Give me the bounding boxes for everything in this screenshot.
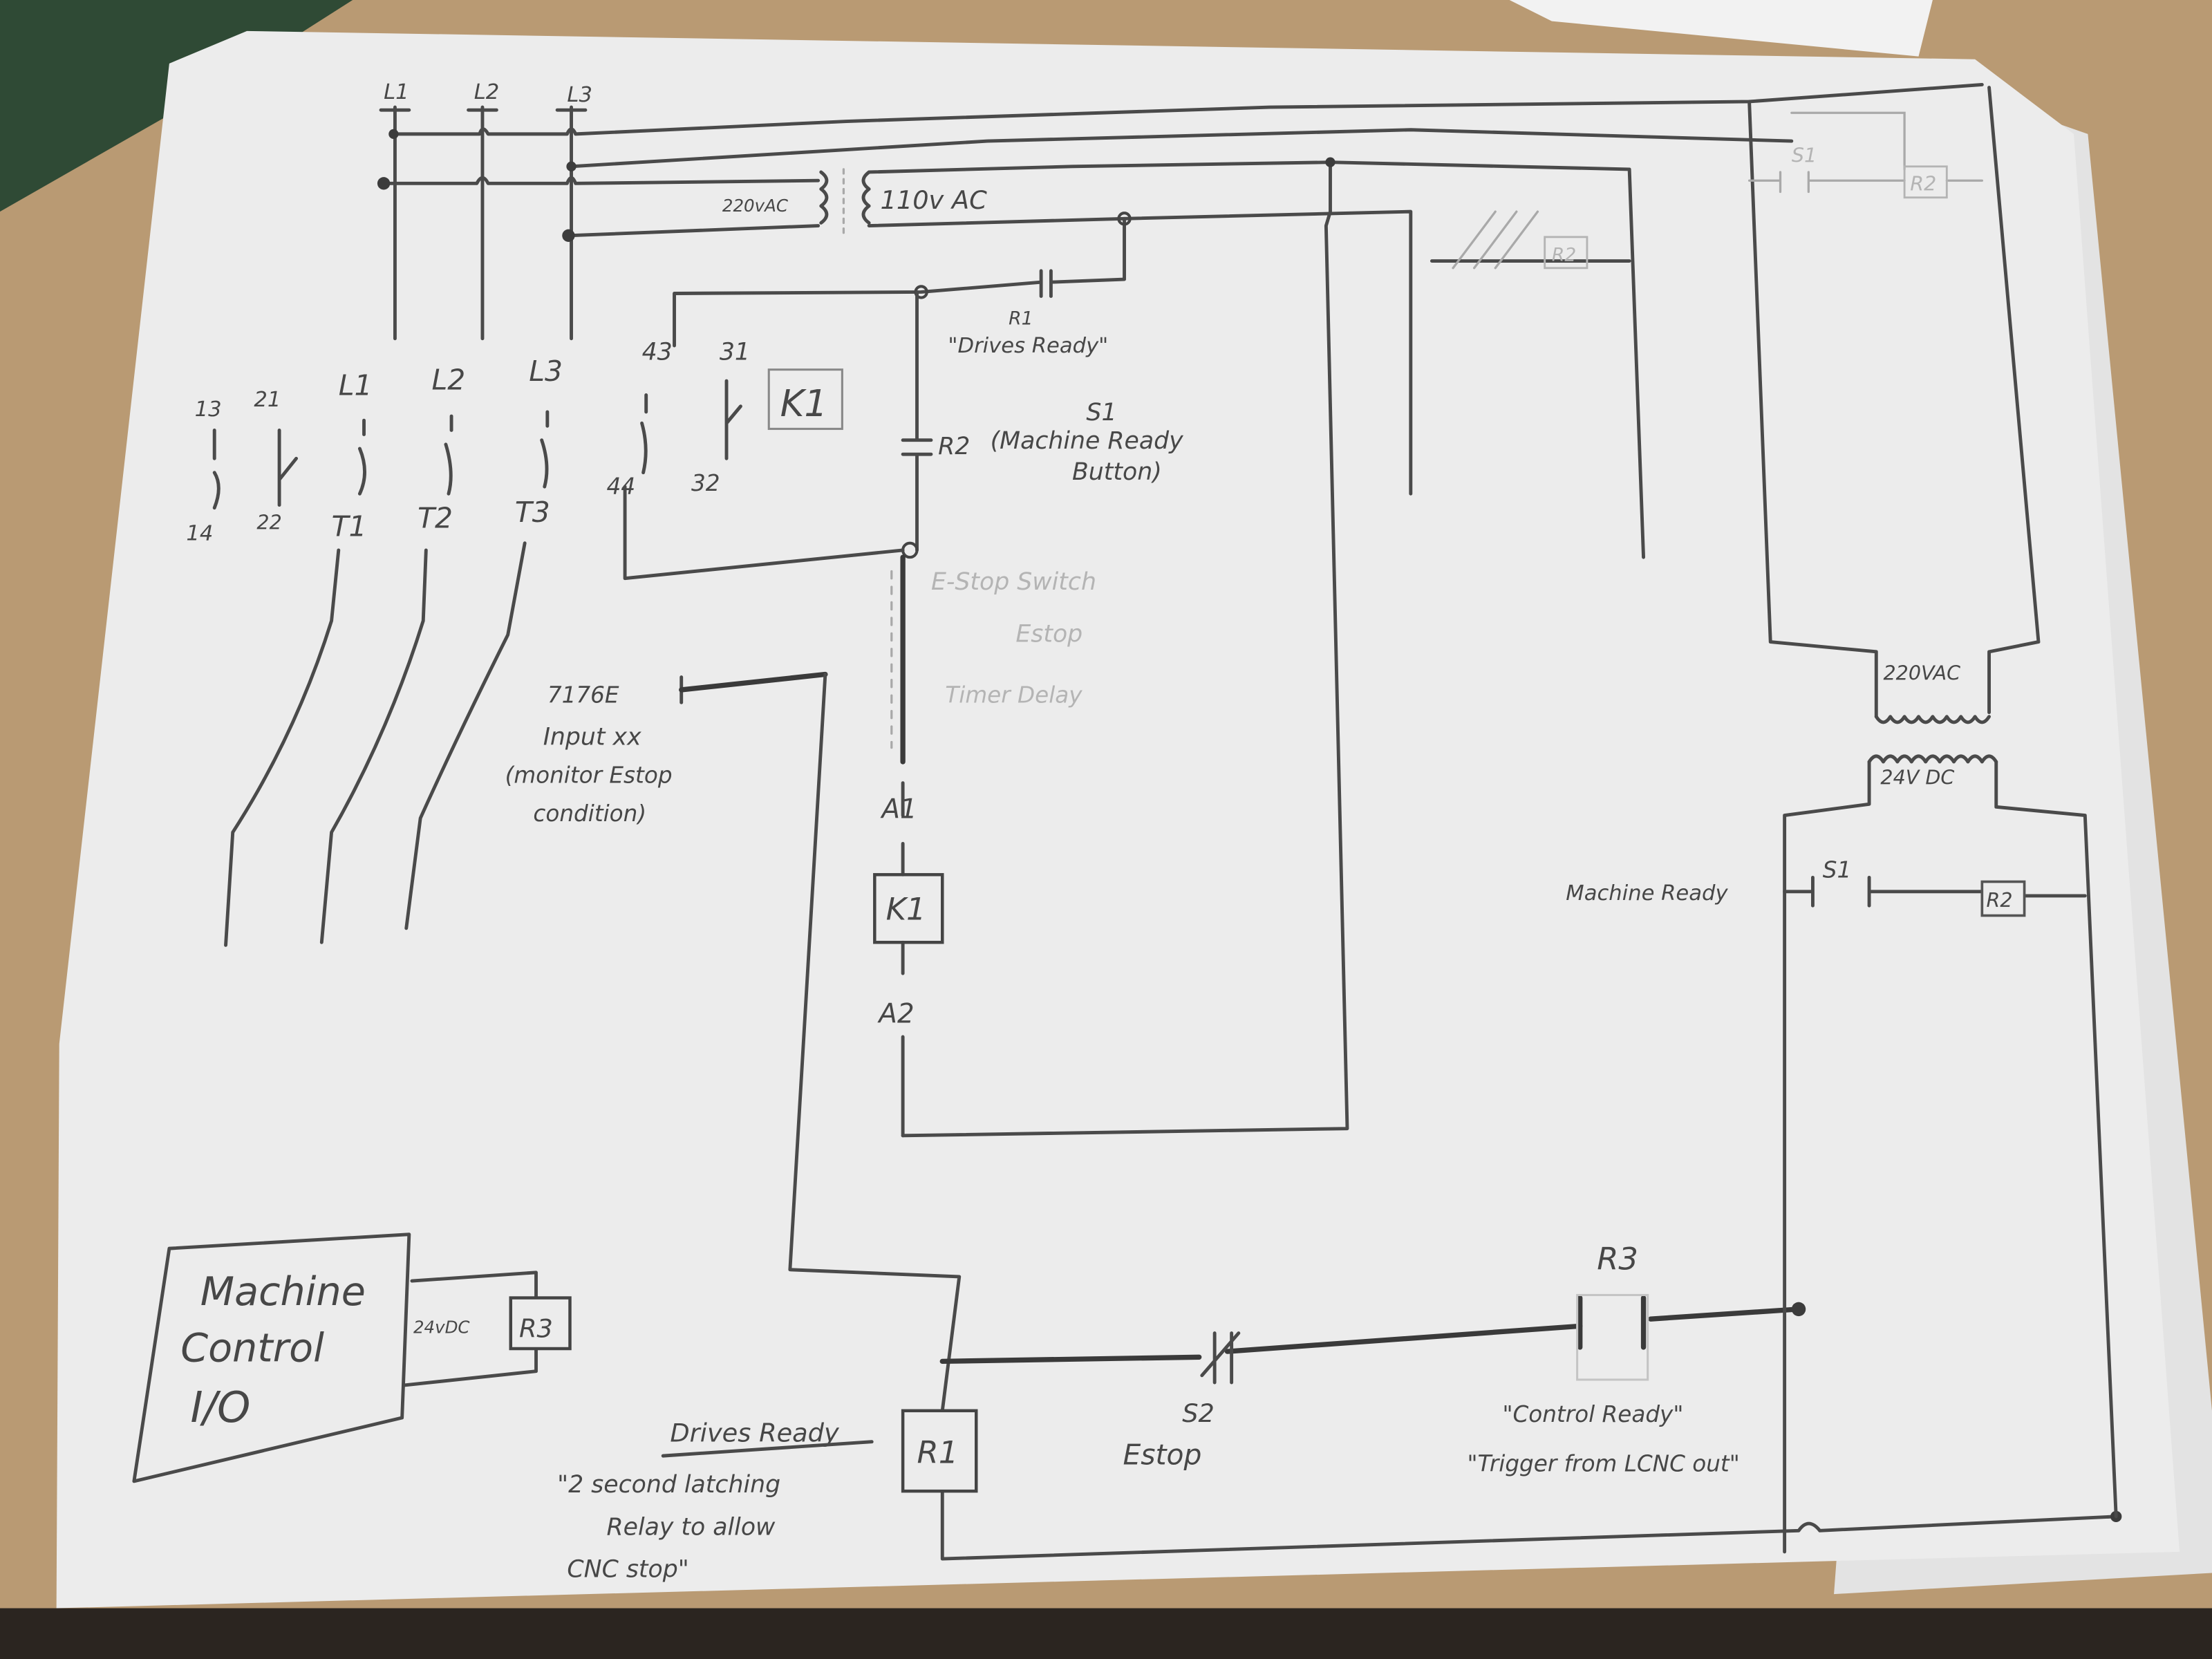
r1-relay-label: R1 [917,1434,959,1470]
trigger-label: "Trigger from LCNC out" [1467,1451,1739,1477]
coil-a2: A2 [877,999,914,1030]
top-s1-label: S1 [1792,144,1817,167]
supply-l2-label: L2 [474,80,500,104]
k1-label: K1 [780,382,828,425]
r2-coil-box [1980,880,2026,917]
drives-ready-note2: Relay to allow [607,1513,776,1541]
k1-t1: T1 [332,510,367,543]
faint-r2-label: R2 [1552,245,1576,266]
estop-input-terminal: 7176E [547,682,619,708]
drives-ready-title: Drives Ready [670,1418,840,1448]
k1-t3: T3 [515,496,550,529]
r2-contact-ref: R2 [938,433,970,460]
r2-contact-label-2: Button) [1072,458,1162,486]
k1-t2: T2 [418,501,453,534]
right-s1-label: S1 [1823,856,1852,883]
coil-a1: A1 [880,794,917,825]
k1-l1: L1 [339,368,373,402]
r2-contact-label: (Machine Ready [991,427,1183,455]
k1-l2: L2 [431,363,465,396]
machine-control-box [132,1232,411,1483]
aux-31: 31 [720,338,750,366]
drives-ready-note3: CNC stop" [567,1556,688,1584]
aux-32: 32 [691,470,720,496]
r1-contact-label: "Drives Ready" [948,334,1108,358]
s2-label: S2 [1182,1398,1215,1428]
transformer-primary-label: 220vAC [722,196,788,216]
r3-coil-box [509,1296,572,1351]
estop-input-note1: (monitor Estop [505,762,673,789]
machine-control-line2: Control [180,1325,324,1371]
supply-l3-label: L3 [567,83,592,107]
right-power-circuit [1452,86,2118,1554]
supply-wiring [377,83,1984,341]
control-transformer [819,168,871,234]
aux-22: 22 [256,510,281,534]
transformer-secondary-label: 110v AC [880,185,987,215]
right-secondary-label: 24V DC [1880,766,1954,789]
aux-44: 44 [607,473,636,499]
r3-contact-ref: R3 [1597,1241,1638,1277]
paper-scrap [1509,0,1933,57]
aux-13: 13 [195,397,222,422]
right-primary-label: 220VAC [1883,662,1960,685]
control-ready-label: "Control Ready" [1502,1401,1683,1427]
machine-control-voltage: 24vDC [413,1318,470,1338]
s1-label: S1 [1086,399,1116,427]
table-edge [0,1608,2212,1659]
control-circuit-wiring [623,157,2122,1561]
title-underline [661,1440,874,1458]
r3-coil-label: R3 [519,1314,553,1344]
machine-control-line3: I/O [191,1383,251,1432]
coil-k1: K1 [886,891,926,928]
drives-ready-note1: "2 second latching [557,1471,780,1499]
top-r2-label: R2 [1910,172,1936,196]
estop-input-name: Input xx [543,724,641,751]
k1-coil-box [873,873,944,944]
estop-label: Estop [1123,1438,1201,1471]
faint-estop: Estop [1015,621,1082,648]
r1-contact-ref: R1 [1009,308,1033,329]
contactor-k1 [212,368,843,947]
r2-coil-label: R2 [1986,888,2012,912]
machine-ready-label: Machine Ready [1566,881,1728,906]
k1-l3: L3 [529,355,563,388]
faint-estop-switch: E-Stop Switch [931,568,1096,596]
machine-control-line1: Machine [200,1269,366,1315]
supply-l1-label: L1 [384,80,409,104]
faint-timer-delay: Timer Delay [945,682,1082,708]
paper-sheet [56,30,2180,1609]
aux-21: 21 [254,388,281,412]
aux-43: 43 [642,338,673,366]
estop-input-note2: condition) [533,800,646,827]
aux-14: 14 [186,522,213,546]
r1-relay-box [901,1409,978,1493]
